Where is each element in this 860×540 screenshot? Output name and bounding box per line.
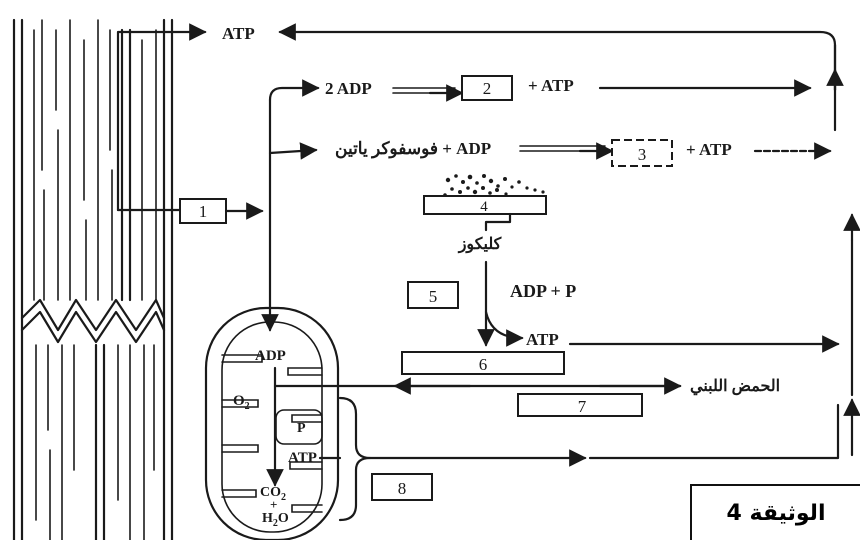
glycogen-box-4: 4: [424, 174, 546, 230]
svg-text:8: 8: [398, 479, 407, 498]
atp-synthesis-arrow: [486, 312, 522, 338]
box-6: 6: [402, 352, 564, 374]
svg-text:فوسفوكر ياتين + ADP: فوسفوكر ياتين + ADP: [335, 139, 491, 159]
svg-text:+ ATP: + ATP: [686, 140, 732, 159]
box-8: 8: [372, 474, 432, 500]
mito-p-label: P: [297, 421, 306, 436]
document-label-box: الوثيقة 4: [690, 484, 860, 540]
bracket: [340, 398, 370, 520]
box-1: 1: [180, 199, 226, 223]
mito-plus-label: +: [270, 497, 277, 512]
adp-row: 2 ADP 2 + ATP: [325, 76, 810, 100]
adp-p-label: ADP + P: [510, 281, 576, 301]
box-2: 2: [483, 79, 492, 98]
box-3: 3: [638, 145, 647, 164]
mito-h2o-label: H2O: [262, 511, 289, 529]
branch-to-adp: [270, 88, 318, 100]
mito-atp-label: ATP: [288, 450, 317, 466]
box-4: 4: [480, 199, 488, 215]
svg-text:+ ATP: + ATP: [528, 76, 574, 95]
box-5: 5: [408, 282, 458, 308]
muscle-fibers: [14, 20, 172, 540]
svg-text:6: 6: [479, 355, 488, 374]
branch-to-phosphocreatine: [270, 150, 316, 153]
phosphocreatine-row: فوسفوكر ياتين + ADP 3 + ATP: [335, 139, 830, 166]
atp-top-label: ATP: [222, 24, 255, 43]
atp-glycolysis-label: ATP: [526, 330, 559, 349]
mito-o2-label: O2: [233, 393, 250, 412]
document-label: الوثيقة 4: [727, 501, 826, 526]
glucose-label: كليكوز: [458, 236, 502, 254]
svg-text:1: 1: [199, 202, 208, 221]
box-7: 7: [518, 394, 642, 416]
svg-text:5: 5: [429, 287, 438, 306]
glycogen-granules: [443, 174, 544, 197]
lactic-acid-label: الحمض اللبني: [690, 378, 780, 396]
svg-text:2 ADP: 2 ADP: [325, 79, 372, 98]
svg-text:7: 7: [578, 397, 587, 416]
mito-adp-label: ADP: [255, 348, 286, 364]
